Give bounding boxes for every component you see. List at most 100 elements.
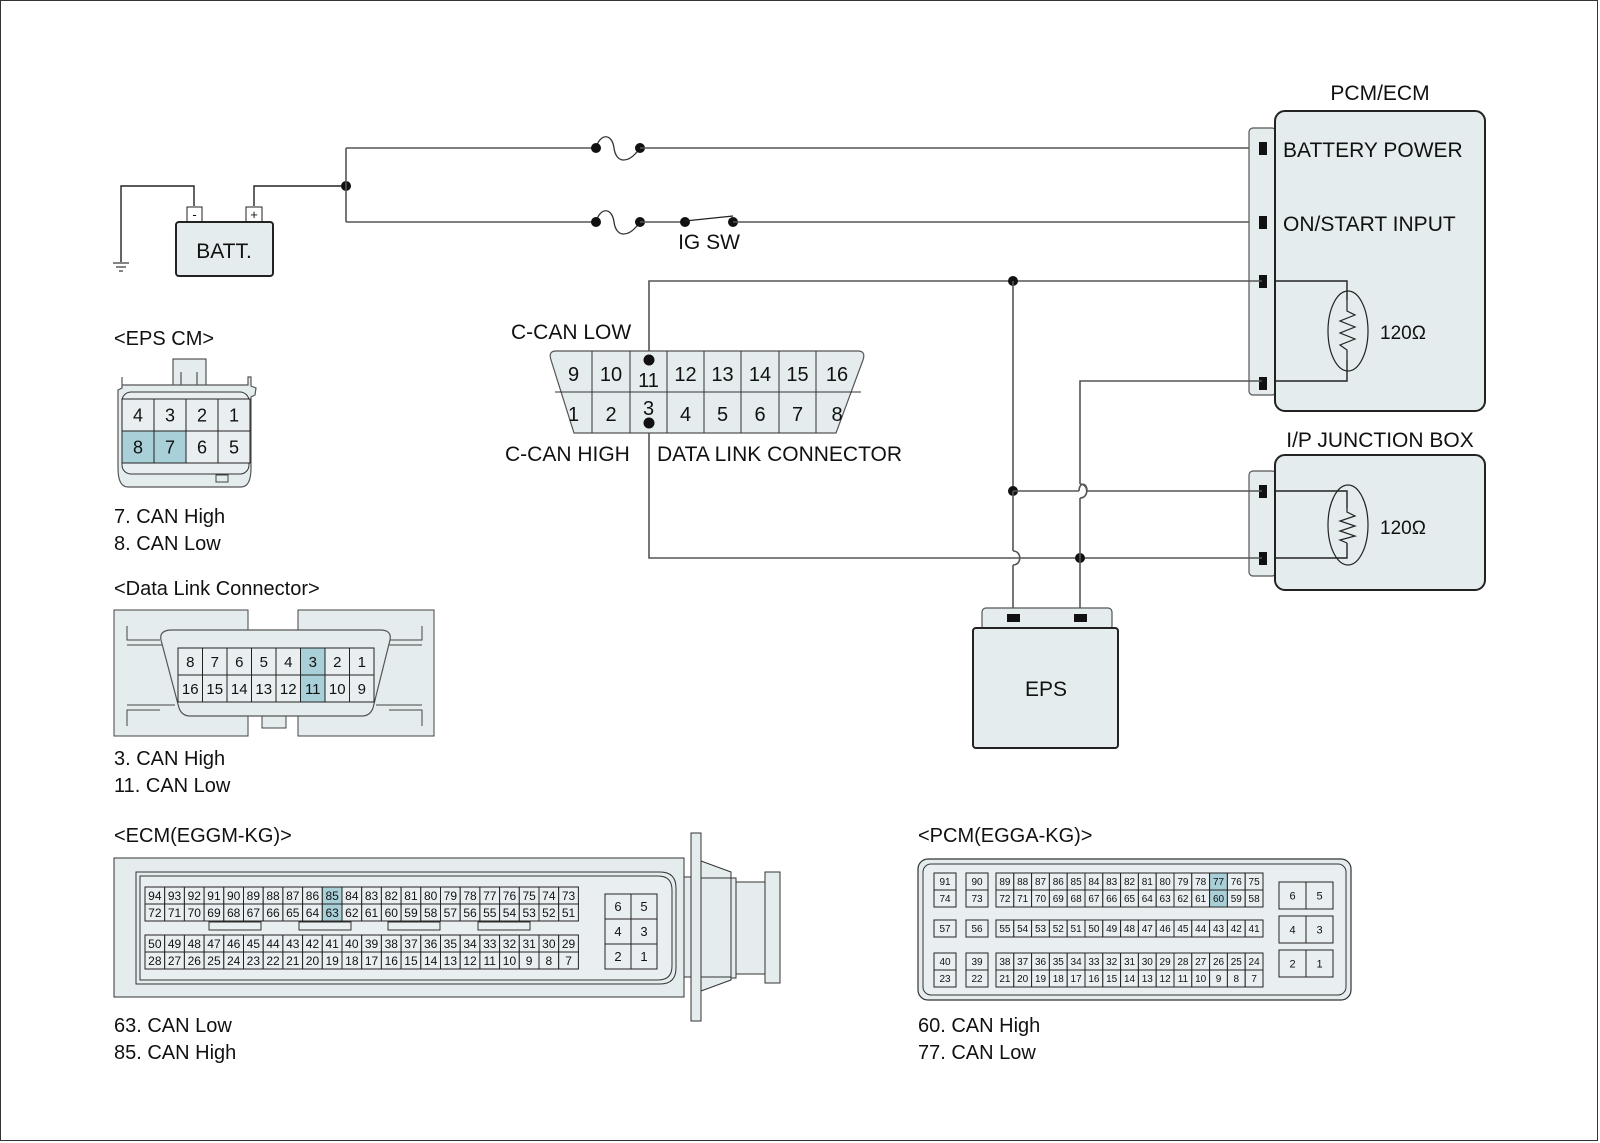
pin-number: 61 xyxy=(1195,894,1207,905)
pin-number: 76 xyxy=(503,889,517,903)
pin-number: 94 xyxy=(148,889,162,903)
pin-cell xyxy=(604,893,632,920)
pin-number: 14 xyxy=(1124,974,1136,985)
pin-number: 23 xyxy=(247,954,261,968)
pin-number: 89 xyxy=(247,889,261,903)
eps-module: EPS xyxy=(972,607,1119,749)
pin-number: 52 xyxy=(542,906,556,920)
pin-number: 78 xyxy=(463,889,477,903)
junction-box-title: I/P JUNCTION BOX xyxy=(1286,429,1473,452)
pin-number: 54 xyxy=(1017,924,1029,935)
pin-number: 87 xyxy=(1035,877,1047,888)
pin-number: 9 xyxy=(568,364,579,386)
pin-number: 11 xyxy=(1178,974,1189,985)
resistor-outline xyxy=(1327,484,1369,566)
pin-number: 83 xyxy=(1106,877,1118,888)
pin-number: 64 xyxy=(306,906,320,920)
pin-cell xyxy=(202,674,228,703)
fuse-icon xyxy=(595,210,641,235)
wire-crossover xyxy=(1079,483,1088,499)
pin-number: 10 xyxy=(503,954,517,968)
pin-cell xyxy=(251,674,277,703)
pin-number: 16 xyxy=(182,681,199,698)
pin-number: 87 xyxy=(286,889,300,903)
pin-number: 26 xyxy=(1213,957,1225,968)
dlc-note-can-high: 3. CAN High xyxy=(114,748,225,770)
pin-number: 84 xyxy=(1088,877,1100,888)
pin-number: 46 xyxy=(227,937,241,951)
pcm-ecm-title: PCM/ECM xyxy=(1330,82,1429,105)
pin-number: 34 xyxy=(1071,957,1083,968)
pin-number: 39 xyxy=(971,957,983,968)
pin-number: 2 xyxy=(605,404,616,426)
pin-cell xyxy=(604,918,632,945)
pin-number: 54 xyxy=(503,906,517,920)
pin-11-dot xyxy=(643,354,655,366)
pin-number: 35 xyxy=(444,937,458,951)
battery-positive-label: + xyxy=(250,207,258,222)
pin-number: 25 xyxy=(1231,957,1243,968)
pin-cell xyxy=(933,919,957,938)
pin-number: 5 xyxy=(640,899,647,914)
pin-number: 4 xyxy=(284,654,292,671)
pin-icon xyxy=(1007,614,1020,622)
pin-number: 43 xyxy=(1213,924,1225,935)
pin-number: 63 xyxy=(325,906,339,920)
pin-number: 36 xyxy=(1035,957,1047,968)
pin-cell xyxy=(558,903,579,922)
pin-number: 85 xyxy=(325,889,339,903)
pin-number: 23 xyxy=(939,974,951,985)
pin-number: 28 xyxy=(1177,957,1189,968)
resistor-lead xyxy=(1276,360,1348,382)
pin-cell xyxy=(324,674,350,703)
pin-number: 2 xyxy=(614,949,621,964)
pin-number: 30 xyxy=(1142,957,1154,968)
rail xyxy=(389,626,423,641)
rail xyxy=(126,709,160,726)
pin-number: 29 xyxy=(1160,957,1172,968)
pin-number: 81 xyxy=(1142,877,1154,888)
pin-number: 5 xyxy=(1316,890,1322,902)
fuse-terminal xyxy=(591,217,601,227)
pin-number: 49 xyxy=(168,937,182,951)
pin-number: 26 xyxy=(188,954,202,968)
pin-number: 47 xyxy=(207,937,221,951)
pin-icon xyxy=(1259,275,1267,288)
ecm-housing-step xyxy=(683,876,692,978)
pin-number: 1 xyxy=(1316,958,1322,970)
eps-label: EPS xyxy=(1025,678,1067,701)
pin-number: 5 xyxy=(717,404,728,426)
pin-number: 9 xyxy=(358,681,366,698)
pin-cell xyxy=(933,969,957,988)
pin-number: 50 xyxy=(148,937,162,951)
pin-number: 91 xyxy=(939,877,951,888)
pin-number: 81 xyxy=(404,889,418,903)
pin-number: 8 xyxy=(1234,974,1240,985)
pin-cell xyxy=(1244,889,1264,908)
can-wiring xyxy=(648,276,1262,617)
ecm-inner-outline xyxy=(135,871,677,985)
pin-number: 60 xyxy=(385,906,399,920)
pin-number: 90 xyxy=(971,877,983,888)
ecm-shroud-inner xyxy=(700,877,732,978)
pin-number: 21 xyxy=(286,954,300,968)
can-low-wire xyxy=(648,280,1262,361)
pin-number: 15 xyxy=(404,954,418,968)
pin-number: 10 xyxy=(1195,974,1207,985)
pin-number: 79 xyxy=(1177,877,1189,888)
pin-cell xyxy=(1305,949,1334,978)
pin-number: 59 xyxy=(1231,894,1243,905)
pin-number: 16 xyxy=(1088,974,1100,985)
pin-icon xyxy=(1259,485,1267,498)
pin-cell xyxy=(226,674,252,703)
pin-cell xyxy=(217,398,251,432)
pin-number: 37 xyxy=(1017,957,1029,968)
dlc-note-can-low: 11. CAN Low xyxy=(114,775,231,797)
pin-number: 8 xyxy=(546,954,553,968)
key-slot xyxy=(208,921,262,931)
pin-number: 27 xyxy=(1195,957,1207,968)
pin-number: 13 xyxy=(1142,974,1154,985)
